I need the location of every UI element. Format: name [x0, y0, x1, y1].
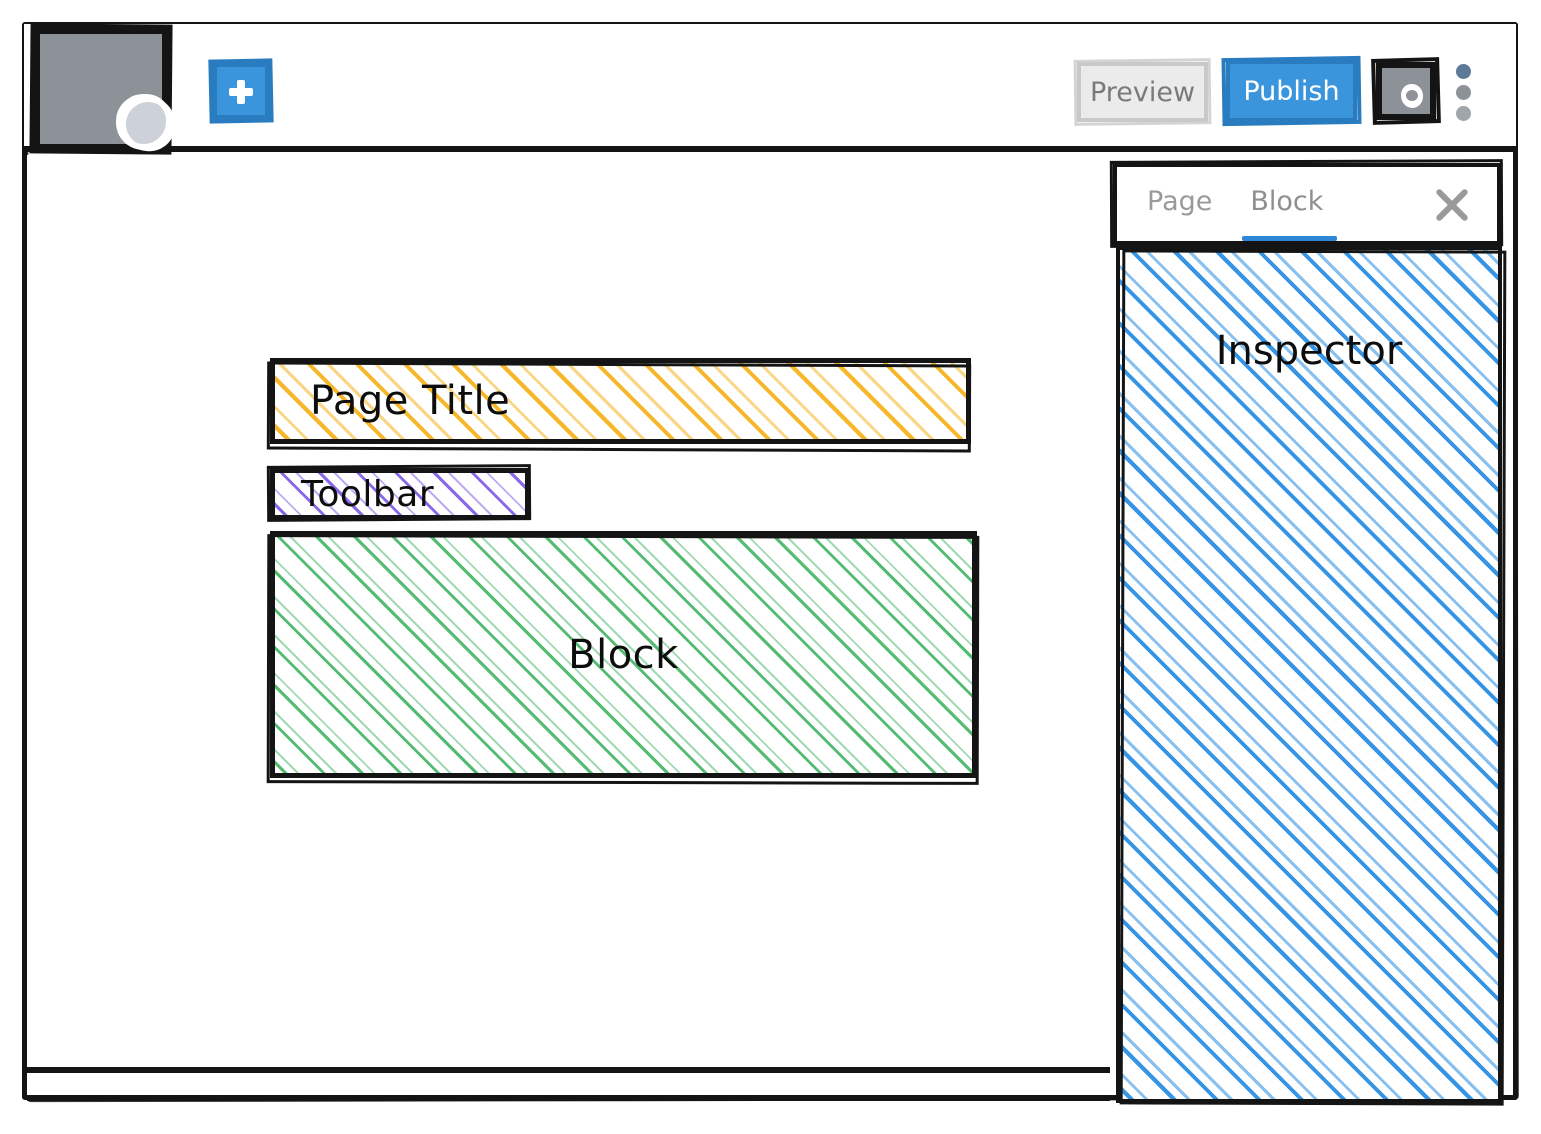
- plus-icon-vertical: [237, 80, 245, 104]
- region-toolbar-label: Toolbar: [301, 473, 435, 515]
- tab-page[interactable]: Page: [1147, 185, 1213, 217]
- kebab-dot-3: [1456, 106, 1471, 121]
- preview-button[interactable]: Preview: [1077, 62, 1208, 122]
- status-bar: [27, 1067, 1110, 1101]
- region-page-title-label: Page Title: [310, 378, 511, 424]
- site-logo-button[interactable]: [33, 27, 179, 155]
- region-toolbar[interactable]: Toolbar: [270, 468, 530, 520]
- add-block-button[interactable]: [212, 62, 270, 120]
- inspector-tab-bar: Page Block: [1113, 163, 1501, 250]
- gear-icon: [1401, 84, 1423, 108]
- region-block[interactable]: Block: [270, 531, 977, 778]
- region-page-title[interactable]: Page Title: [270, 358, 971, 444]
- settings-button[interactable]: [1376, 62, 1436, 120]
- tab-block[interactable]: Block: [1242, 182, 1342, 250]
- inspector-panel[interactable]: Inspector: [1116, 246, 1502, 1103]
- inspector-panel-label: Inspector: [1215, 328, 1403, 374]
- region-block-label: Block: [568, 631, 679, 678]
- kebab-dot-1: [1456, 64, 1471, 79]
- kebab-dot-2: [1456, 85, 1471, 100]
- more-options-button[interactable]: [1452, 64, 1476, 122]
- editor-canvas[interactable]: Page Title Toolbar Block: [27, 155, 1110, 1067]
- close-icon[interactable]: [1433, 185, 1473, 225]
- publish-button[interactable]: Publish: [1226, 60, 1357, 122]
- logo-circle-icon: [116, 94, 172, 150]
